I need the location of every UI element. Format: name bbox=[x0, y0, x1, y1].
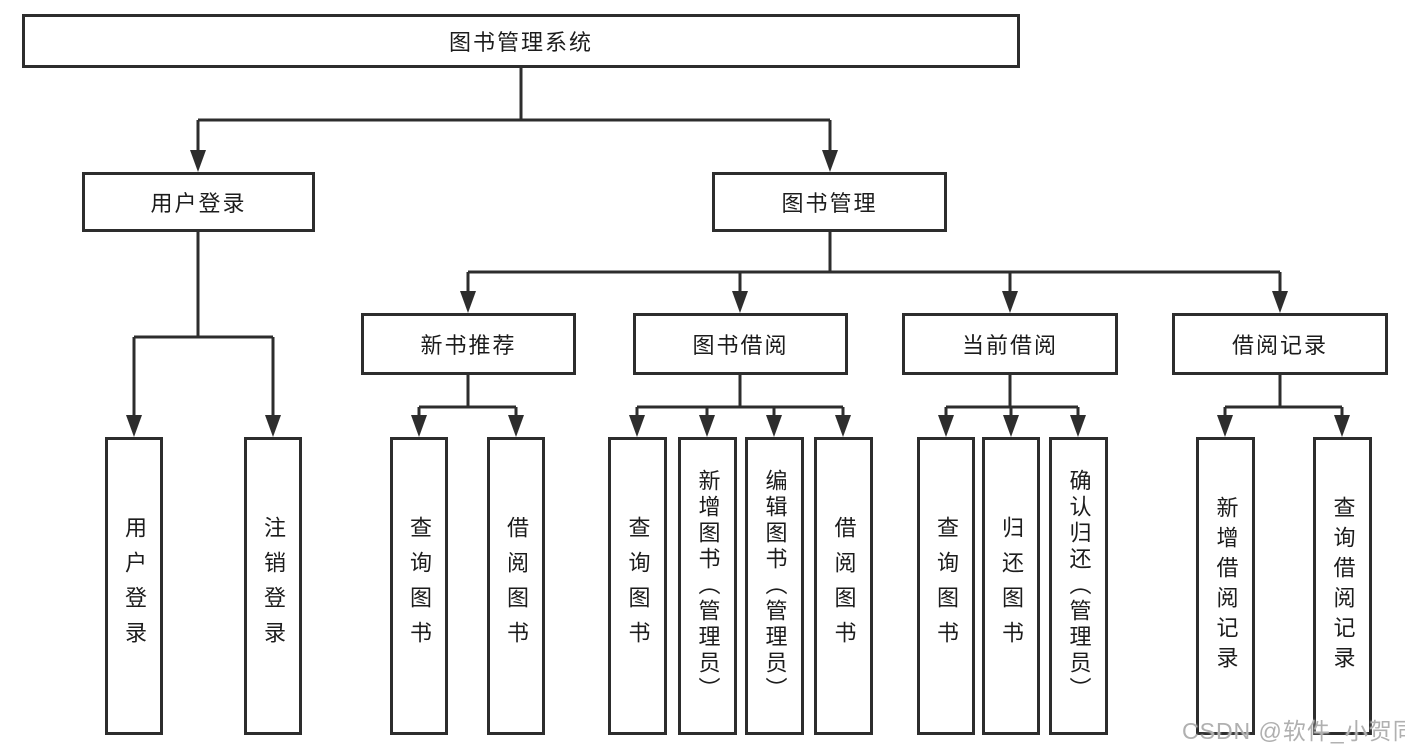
node-leaf-borrow-books-recommend-label: 借阅图书 bbox=[504, 516, 529, 656]
node-leaf-return-books: 归还图书 bbox=[982, 437, 1040, 735]
node-book-borrowing-label: 图书借阅 bbox=[692, 333, 789, 358]
watermark: CSDN @软件_小贺同学 bbox=[1182, 718, 1405, 744]
node-user-login-label: 用户登录 bbox=[150, 191, 247, 216]
node-leaf-query-books-recommend: 查询图书 bbox=[390, 437, 448, 735]
node-leaf-add-borrow-record-label: 新增借阅记录 bbox=[1213, 496, 1239, 676]
node-leaf-logout: 注销登录 bbox=[244, 437, 302, 735]
node-leaf-add-borrow-record: 新增借阅记录 bbox=[1196, 437, 1255, 735]
node-leaf-confirm-return-admin: 确认归还（管理员） bbox=[1049, 437, 1108, 735]
node-leaf-borrow-books-recommend: 借阅图书 bbox=[487, 437, 545, 735]
node-leaf-edit-books-admin: 编辑图书（管理员） bbox=[745, 437, 804, 735]
node-leaf-confirm-return-admin-label: 确认归还（管理员） bbox=[1066, 469, 1092, 703]
connector-current-borrowing bbox=[944, 375, 1080, 419]
node-leaf-query-books-borrow: 查询图书 bbox=[608, 437, 667, 735]
node-current-borrowing: 当前借阅 bbox=[902, 313, 1118, 375]
node-leaf-add-books-admin: 新增图书（管理员） bbox=[678, 437, 737, 735]
node-leaf-user-login-label: 用户登录 bbox=[122, 516, 147, 656]
node-book-borrowing: 图书借阅 bbox=[633, 313, 848, 375]
connector-root bbox=[196, 68, 832, 154]
node-leaf-query-borrow-record: 查询借阅记录 bbox=[1313, 437, 1372, 735]
node-book-management-label: 图书管理 bbox=[781, 191, 878, 216]
node-leaf-query-borrow-record-label: 查询借阅记录 bbox=[1330, 496, 1356, 676]
node-library-system-label: 图书管理系统 bbox=[448, 30, 593, 55]
node-leaf-edit-books-admin-label: 编辑图书（管理员） bbox=[762, 469, 788, 703]
connector-borrowing-records bbox=[1223, 375, 1344, 419]
node-new-book-recommendation: 新书推荐 bbox=[361, 313, 576, 375]
node-leaf-add-books-admin-label: 新增图书（管理员） bbox=[695, 469, 721, 703]
node-leaf-query-books-borrow-label: 查询图书 bbox=[625, 516, 651, 656]
node-leaf-logout-label: 注销登录 bbox=[261, 516, 286, 656]
connector-user-login bbox=[132, 232, 275, 419]
connector-book-management bbox=[466, 232, 1282, 295]
node-new-book-recommendation-label: 新书推荐 bbox=[420, 333, 517, 358]
node-leaf-query-books-current: 查询图书 bbox=[917, 437, 975, 735]
node-leaf-borrow-books-label: 借阅图书 bbox=[831, 516, 857, 656]
connector-new-book bbox=[417, 375, 518, 419]
node-user-login: 用户登录 bbox=[82, 172, 315, 232]
node-leaf-query-books-recommend-label: 查询图书 bbox=[407, 516, 432, 656]
node-leaf-return-books-label: 归还图书 bbox=[999, 516, 1024, 656]
node-leaf-query-books-current-label: 查询图书 bbox=[934, 516, 959, 656]
node-borrowing-records-label: 借阅记录 bbox=[1231, 333, 1328, 358]
node-leaf-user-login: 用户登录 bbox=[105, 437, 163, 735]
connector-book-borrowing bbox=[635, 375, 845, 419]
node-library-system: 图书管理系统 bbox=[22, 14, 1020, 68]
node-book-management: 图书管理 bbox=[712, 172, 947, 232]
node-borrowing-records: 借阅记录 bbox=[1172, 313, 1388, 375]
node-current-borrowing-label: 当前借阅 bbox=[961, 333, 1058, 358]
node-leaf-borrow-books: 借阅图书 bbox=[814, 437, 873, 735]
